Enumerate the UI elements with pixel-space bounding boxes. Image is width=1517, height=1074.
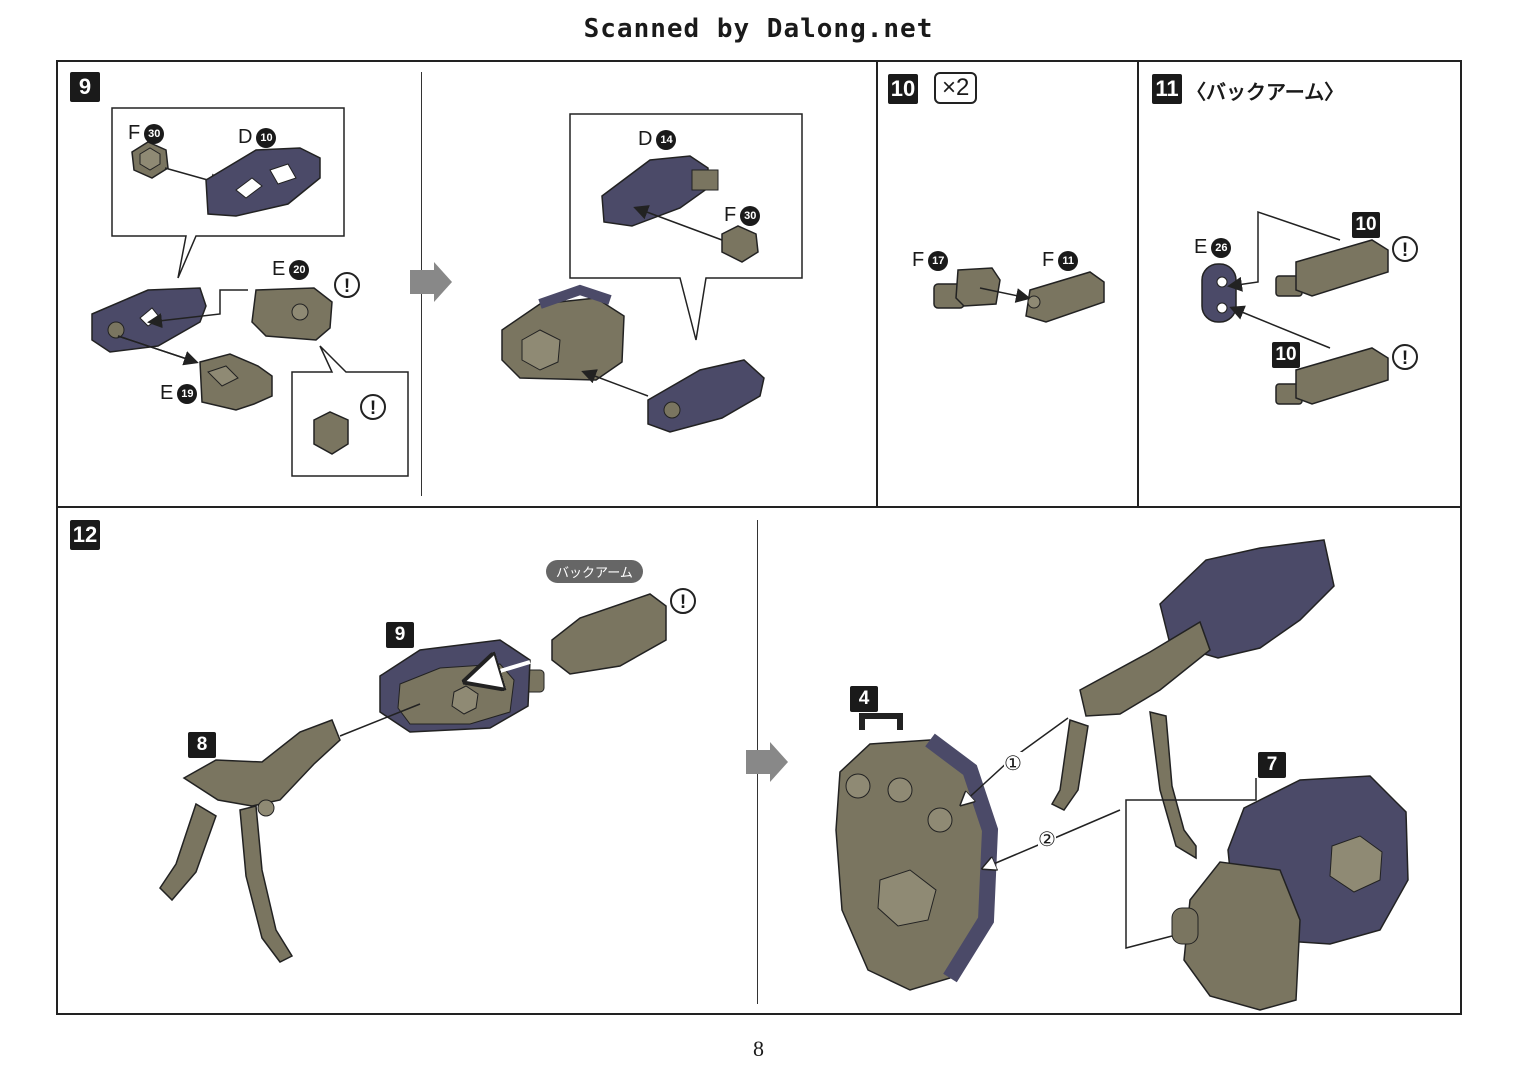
part-ref-9: 9 [386, 622, 414, 648]
warning-icon: ! [1392, 344, 1418, 370]
divider-9-10 [876, 60, 878, 507]
label-letter: F [912, 249, 925, 271]
step-title: 〈バックアーム〉 [1186, 80, 1345, 104]
label-f30-right: F 30 [724, 204, 761, 227]
label-e20: E 20 [272, 258, 310, 281]
part-e20-tan-block [251, 287, 333, 341]
multiplier-badge: ×2 [934, 72, 978, 104]
label-f11: F 11 [1042, 249, 1079, 272]
warning-icon: ! [360, 394, 386, 420]
label-letter: D [638, 128, 653, 150]
part-ref-7: 7 [1258, 752, 1286, 778]
label-number: 14 [656, 129, 677, 150]
next-arrow-9 [410, 262, 452, 302]
step-number-10: 10 [888, 74, 918, 104]
label-f17: F 17 [912, 249, 949, 272]
detail-callout-box [291, 345, 409, 477]
step9-right-callout [569, 113, 803, 341]
next-arrow-12 [746, 742, 788, 782]
part-10-top [1275, 239, 1389, 297]
assembly-9-block [379, 639, 531, 733]
label-f30: F 30 [128, 122, 165, 145]
part-purple-link-left [91, 287, 207, 353]
part-f11-plate [1025, 271, 1105, 323]
row-divider [56, 506, 1462, 508]
label-number: 11 [1058, 250, 1079, 271]
label-d10: D 10 [238, 126, 277, 149]
back-arm-label: バックアーム [546, 560, 643, 583]
part-7-unit [1171, 775, 1409, 1011]
label-letter: E [1194, 236, 1208, 258]
part-ref-10-top: 10 [1352, 212, 1380, 238]
part-d10-purple-link [205, 147, 321, 217]
label-letter: F [128, 122, 141, 144]
page-number: 8 [753, 1036, 764, 1061]
label-letter: F [724, 204, 737, 226]
warning-icon: ! [670, 588, 696, 614]
warning-icon: ! [1392, 236, 1418, 262]
label-letter: D [238, 126, 253, 148]
divider-10-11 [1137, 60, 1139, 507]
label-number: 20 [289, 259, 310, 280]
part-ref-8: 8 [188, 732, 216, 758]
label-letter: E [272, 258, 286, 280]
back-arm-block [519, 593, 667, 693]
label-number: 30 [144, 123, 165, 144]
part-e26-purple-bracket [1201, 263, 1237, 323]
step-number-11: 11 [1152, 74, 1182, 104]
part-ref-4: 4 [850, 686, 878, 712]
part-f30-hex-nut [131, 141, 169, 179]
label-number: 10 [256, 127, 277, 148]
label-number: 19 [177, 383, 198, 404]
warning-icon: ! [334, 272, 360, 298]
assembly-8-leg [159, 719, 341, 963]
instruction-frame [56, 60, 1462, 1015]
part-e19-tan-cube [199, 353, 273, 411]
attach-point-2: ② [1038, 827, 1056, 851]
scan-credit: Scanned by Dalong.net [583, 14, 934, 44]
part-10-bottom [1275, 347, 1389, 405]
label-e19: E 19 [160, 382, 198, 405]
label-letter: F [1042, 249, 1055, 271]
attach-point-1: ① [1004, 751, 1022, 775]
label-d14: D 14 [638, 128, 677, 151]
step-number-12: 12 [70, 520, 100, 550]
step-number-9: 9 [70, 72, 100, 102]
part-4-torso [835, 713, 999, 991]
final-back-arm [1050, 539, 1335, 860]
part-f17-peg [933, 267, 1001, 309]
label-letter: E [160, 382, 174, 404]
label-number: 26 [1211, 237, 1232, 258]
part-ref-10-bottom: 10 [1272, 342, 1300, 368]
label-number: 17 [928, 250, 949, 271]
label-e26: E 26 [1194, 236, 1232, 259]
step9-result-assembly [501, 284, 765, 433]
label-number: 30 [740, 205, 761, 226]
